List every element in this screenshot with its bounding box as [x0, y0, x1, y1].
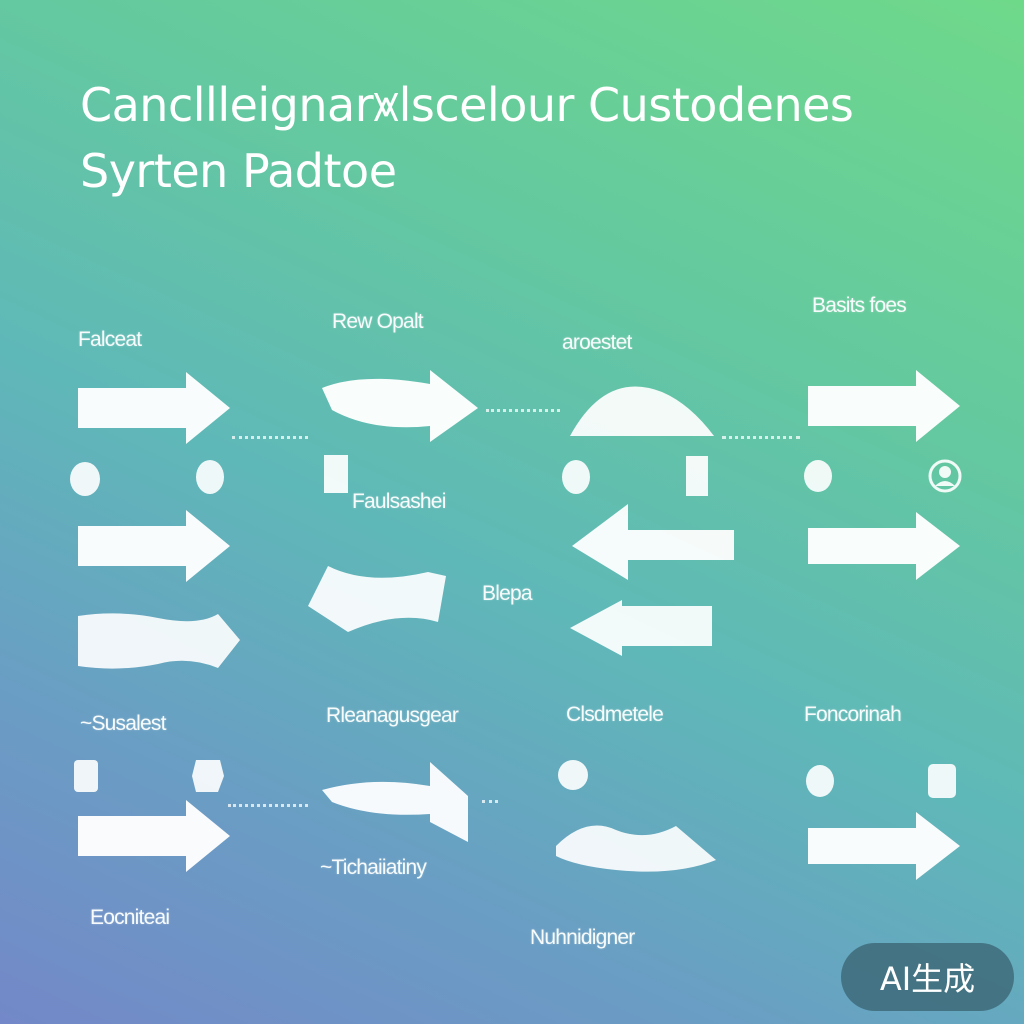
label-row3-column-1: ~Susalest: [80, 712, 166, 735]
label-bottom-2: ~Tichaiiatiny: [320, 856, 427, 879]
title-line-2: Syrten Padtoe: [80, 144, 397, 198]
arrow-right-icon: [78, 510, 233, 582]
dotted-connector: [482, 800, 498, 803]
node-circle-icon: [556, 758, 590, 792]
node-bar-icon: [322, 455, 350, 495]
arrow-left-icon: [566, 600, 716, 656]
page-title: Cancllleignar⩙lscelour Custodenes Syrten…: [80, 72, 980, 204]
arrow-right-icon: [808, 812, 963, 880]
label-bottom-1: Eocniteai: [90, 906, 170, 929]
ai-generated-badge: AI生成: [841, 943, 1014, 1011]
label-middle-1: Faulsashei: [352, 490, 446, 513]
node-circle-icon: [560, 458, 592, 496]
label-column-4: Basits foes: [812, 294, 907, 317]
label-bottom-3: Nuhnidigner: [530, 926, 635, 949]
label-middle-2: Blepa: [482, 582, 533, 605]
label-row3-column-3: Clsdmetele: [566, 703, 664, 726]
dotted-connector: [232, 436, 308, 439]
dotted-connector: [722, 436, 800, 439]
wave-shape-icon: [308, 566, 448, 638]
arrow-right-icon: [808, 370, 963, 442]
dotted-connector: [486, 409, 560, 412]
node-square-icon: [190, 758, 226, 794]
node-circle-icon: [804, 764, 836, 798]
dotted-connector: [228, 804, 308, 807]
wave-shape-icon: [556, 816, 720, 876]
node-circle-icon: [802, 458, 834, 494]
arrow-right-icon: [322, 370, 482, 442]
wave-arrow-icon: [78, 610, 243, 672]
node-circle-icon: [194, 458, 226, 496]
arrow-curve-icon: [566, 378, 716, 440]
person-circle-icon: [928, 458, 962, 494]
arrow-right-icon: [322, 762, 472, 848]
label-row3-column-2: Rleanagusgear: [326, 704, 459, 727]
arrow-right-icon: [78, 800, 233, 872]
arrow-left-icon: [568, 504, 738, 580]
label-column-1: Falceat: [78, 328, 142, 351]
node-circle-icon: [68, 460, 102, 498]
node-square-icon: [926, 762, 958, 800]
label-column-3: aroestet: [562, 331, 632, 354]
label-column-2: Rew Opalt: [332, 310, 424, 333]
node-square-icon: [72, 758, 100, 794]
node-bar-icon: [684, 456, 710, 496]
label-row3-column-4: Foncorinah: [804, 703, 902, 726]
arrow-right-icon: [78, 372, 233, 444]
title-line-1: Cancllleignar⩙lscelour Custodenes: [80, 78, 854, 132]
arrow-right-icon: [808, 512, 963, 580]
